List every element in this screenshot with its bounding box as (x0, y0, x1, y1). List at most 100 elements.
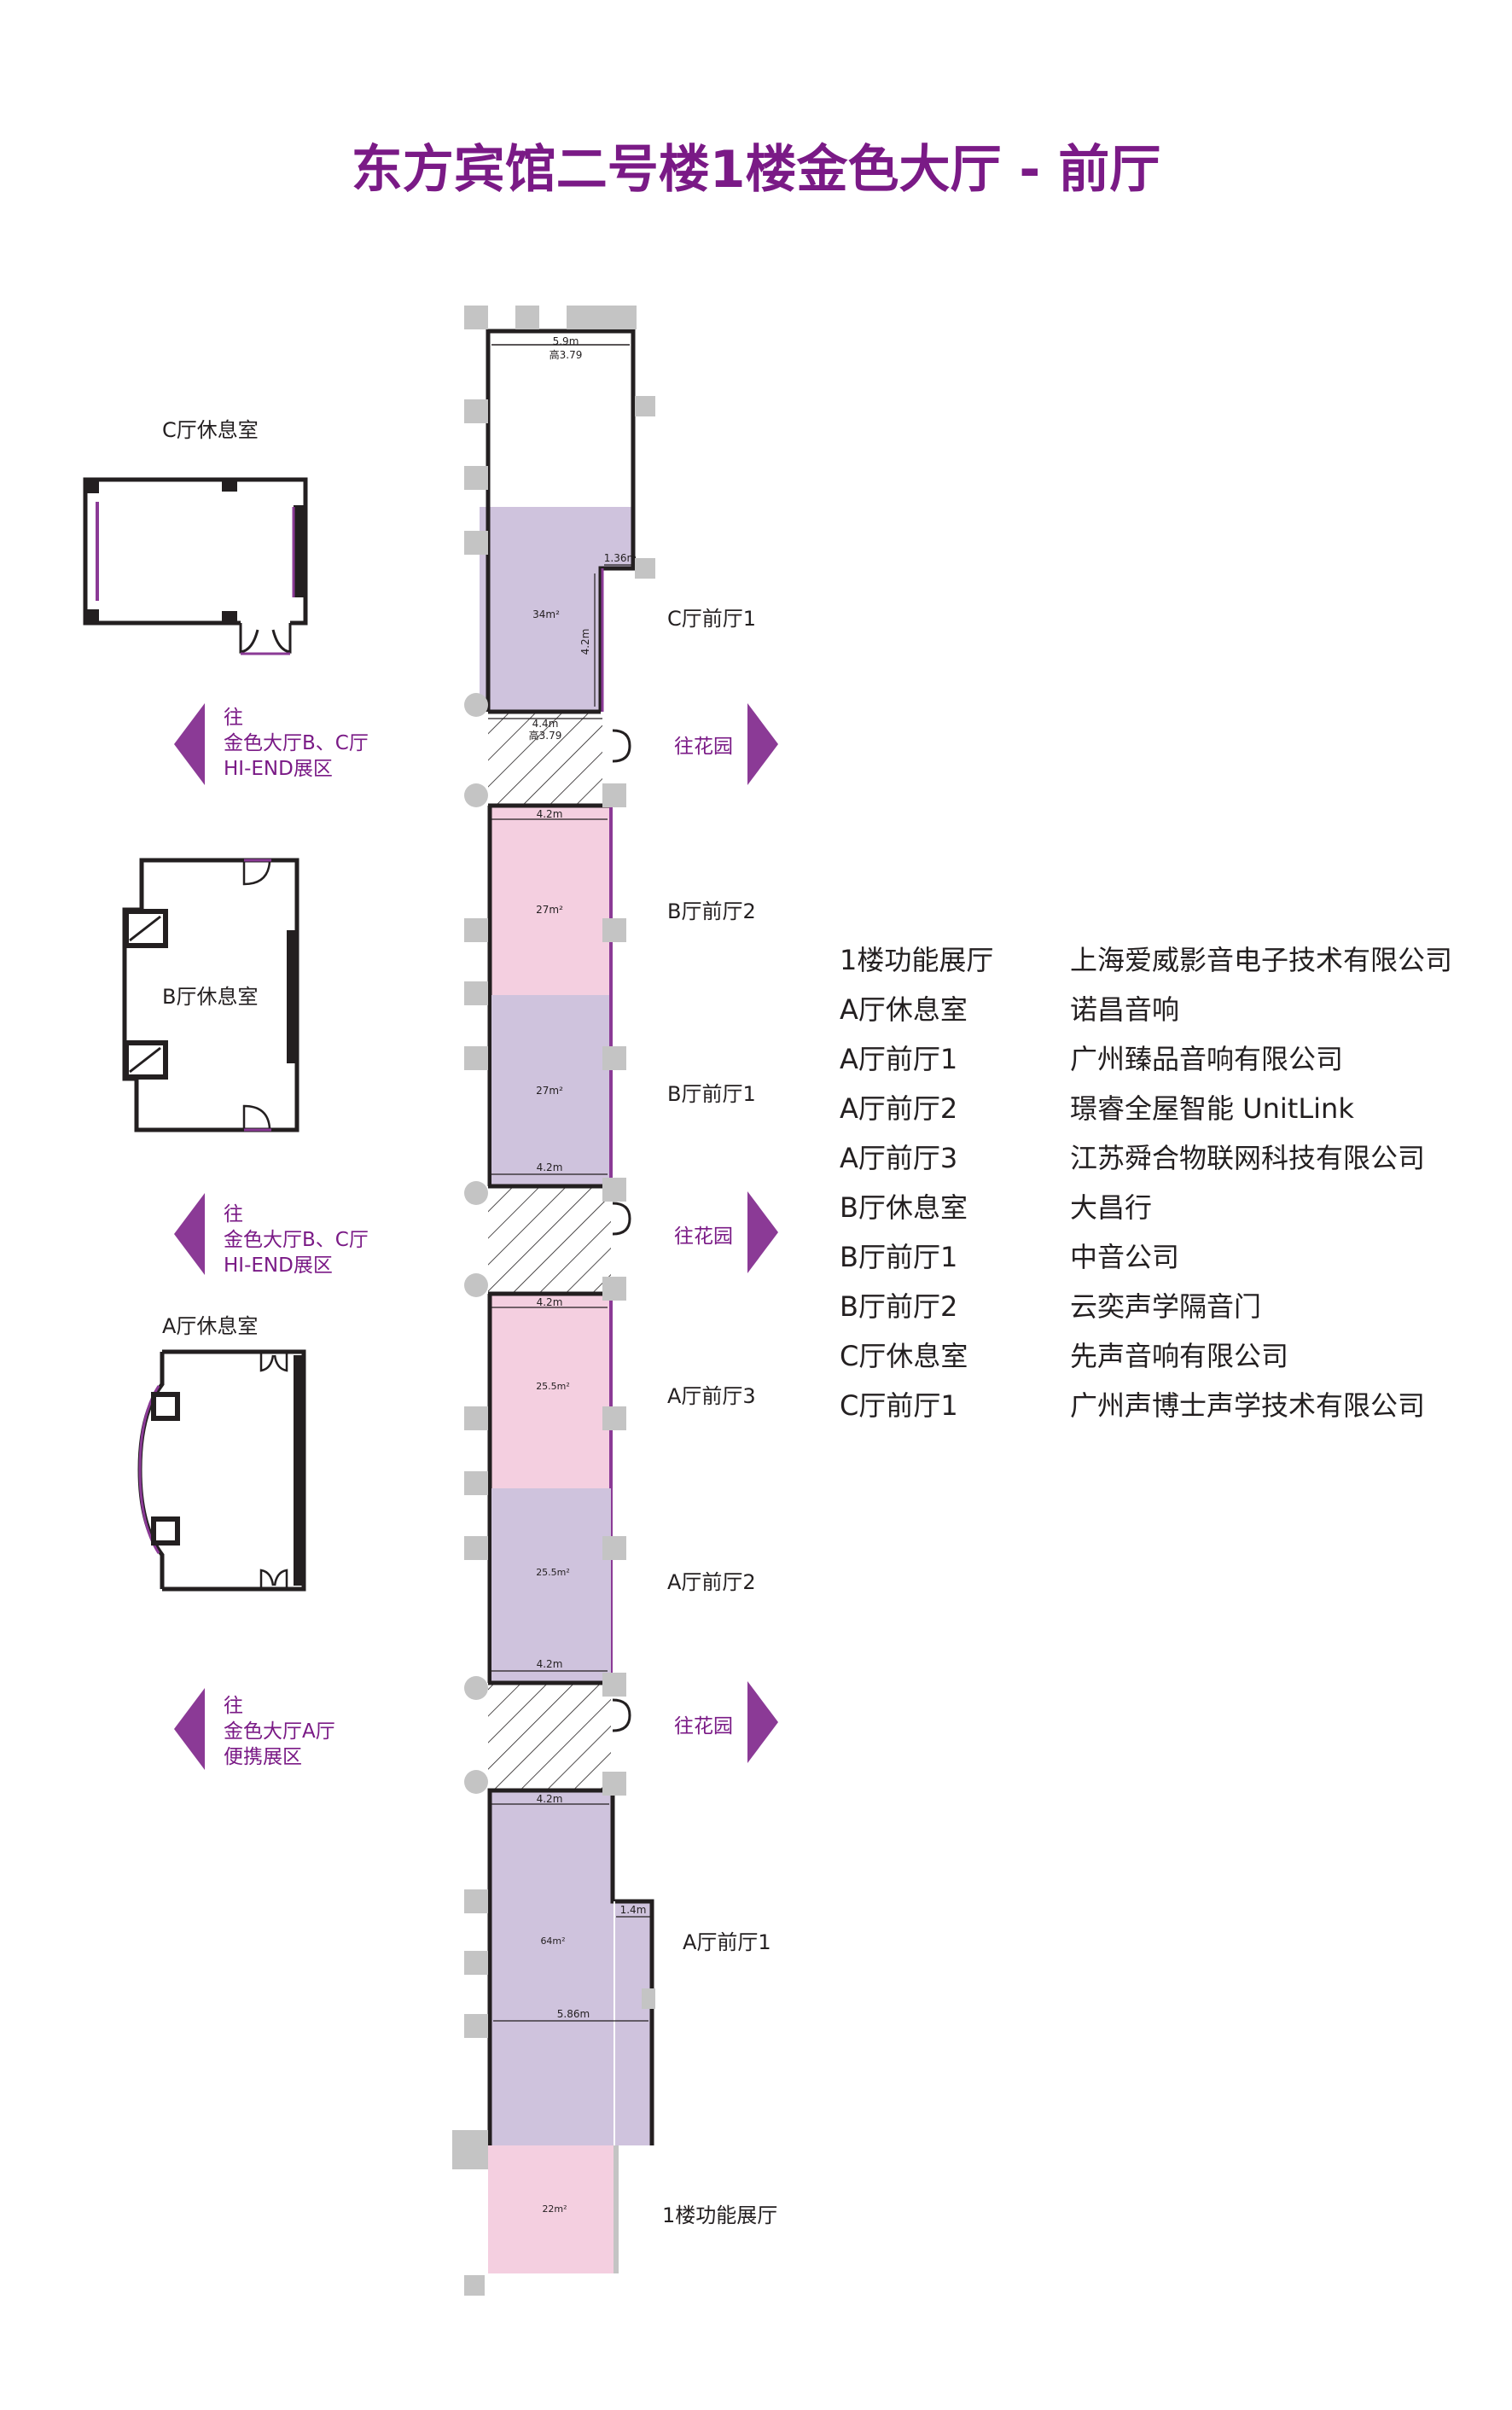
room-a-front-3[interactable]: 4.2m 25.5m² (487, 1291, 613, 1683)
area-exhibit: 22m² (542, 2203, 567, 2215)
label-a-front-3: A厅前厅3 (667, 1384, 756, 1408)
dim-a2-width: 4.2m (537, 1658, 563, 1670)
legend-row: 1楼功能展厅 上海爱威影音电子技术有限公司 (840, 944, 1452, 976)
direction-line-1: 往 (224, 707, 243, 729)
legend-company: 璟睿全屋智能 UnitLink (1070, 1092, 1354, 1125)
round-columns (464, 693, 488, 1794)
posts (452, 306, 655, 2296)
dim-corridor-height: 高3.79 (529, 729, 562, 742)
door-icon (259, 1569, 288, 1587)
door-icon (242, 1104, 271, 1129)
lounge-a[interactable]: A厅休息室 (137, 1314, 306, 1592)
legend-area: B厅休息室 (840, 1191, 968, 1224)
legend-area: A厅前厅2 (840, 1092, 957, 1125)
dim-corridor-width: 4.4m (532, 718, 559, 730)
room-a-front-1[interactable]: 4.2m 1.4m 5.86m 64m² (487, 1788, 654, 2145)
legend-company: 江苏舜合物联网科技有限公司 (1070, 1142, 1425, 1174)
main-corridor: 5.9m 高3.79 1.36m 4.2m 34m² C厅前厅1 4.4m 高3… (452, 306, 777, 2296)
direction-line-2: 金色大厅A厅 (224, 1720, 335, 1743)
legend-row: A厅休息室 诺昌音响 (840, 993, 1179, 1026)
lounge-b[interactable]: B厅休息室 (122, 858, 299, 1132)
direction-line-3: HI-END展区 (224, 1254, 333, 1277)
legend-area: A厅前厅3 (840, 1142, 957, 1174)
passage-2 (488, 1186, 611, 1294)
lounge-c[interactable]: C厅休息室 (83, 418, 308, 655)
right-arrow-icon (747, 703, 778, 785)
direction-to-bc-2[interactable]: 往 金色大厅B、C厅 HI-END展区 (174, 1193, 369, 1277)
legend-row: C厅休息室 先声音响有限公司 (840, 1340, 1288, 1372)
area-b-front-2: 27m² (536, 904, 563, 916)
direction-line-1: 往 (224, 1203, 243, 1225)
direction-line-1: 往 (224, 1695, 243, 1717)
lounge-b-label: B厅休息室 (162, 985, 258, 1009)
lounge-a-label: A厅休息室 (162, 1314, 258, 1338)
dim-c-depth: 4.2m (579, 629, 591, 655)
dim-a3-width: 4.2m (537, 1296, 563, 1308)
room-c-front-1[interactable]: 5.9m 高3.79 1.36m 4.2m 34m² (480, 329, 637, 714)
room-a-front-2[interactable]: 4.2m 25.5m² (488, 1488, 611, 1685)
left-arrow-icon (174, 703, 205, 785)
legend-area: B厅前厅2 (840, 1290, 957, 1323)
legend-row: A厅前厅2 璟睿全屋智能 UnitLink (840, 1092, 1354, 1125)
direction-to-a[interactable]: 往 金色大厅A厅 便携展区 (174, 1688, 335, 1770)
dim-a1-notch: 1.4m (620, 1904, 647, 1916)
dim-c-width: 5.9m (553, 335, 579, 347)
direction-to-bc-1[interactable]: 往 金色大厅B、C厅 HI-END展区 (174, 703, 369, 785)
legend-area: C厅休息室 (840, 1340, 968, 1372)
room-b-front-1[interactable]: 4.2m 27m² (488, 995, 611, 1189)
room-c-front-1-fill-upper (480, 507, 633, 568)
left-arrow-icon (174, 1688, 205, 1770)
dim-a1-width-top: 4.2m (537, 1793, 563, 1805)
page-title: 东方宾馆二号楼1楼金色大厅 - 前厅 (351, 140, 1161, 200)
label-c-front-1: C厅前厅1 (667, 607, 756, 631)
dim-a1-width: 5.86m (557, 2008, 590, 2020)
area-a-front-3: 25.5m² (536, 1381, 570, 1392)
label-b-front-2: B厅前厅2 (667, 899, 756, 923)
room-exhibit-hall[interactable]: 22m² (488, 2145, 619, 2273)
door-icons (612, 729, 631, 1732)
dim-b2-width: 4.2m (537, 808, 563, 820)
dim-b1-width: 4.2m (537, 1161, 563, 1173)
label-b-front-1: B厅前厅1 (667, 1082, 756, 1106)
label-a-front-1: A厅前厅1 (683, 1930, 771, 1954)
legend-company: 先声音响有限公司 (1070, 1340, 1288, 1372)
garden-direction-1[interactable]: 往花园 (674, 703, 778, 785)
legend-area: A厅前厅1 (840, 1043, 957, 1075)
area-a-front-2: 25.5m² (536, 1567, 570, 1578)
legend-area: C厅前厅1 (840, 1389, 958, 1422)
legend-row: B厅前厅1 中音公司 (840, 1241, 1179, 1273)
lounge-c-label: C厅休息室 (162, 418, 259, 442)
legend-area: 1楼功能展厅 (840, 944, 993, 976)
direction-line-2: 金色大厅B、C厅 (224, 1229, 369, 1251)
legend-company: 大昌行 (1070, 1191, 1152, 1224)
legend-company: 上海爱威影音电子技术有限公司 (1070, 944, 1452, 976)
direction-line-3: HI-END展区 (224, 758, 333, 780)
area-b-front-1: 27m² (536, 1085, 563, 1097)
area-a-front-1: 64m² (540, 1936, 565, 1947)
dim-c-notch: 1.36m (604, 552, 637, 564)
dim-c-height: 高3.79 (550, 348, 583, 361)
garden-label-2: 往花园 (674, 1225, 733, 1248)
label-a-front-2: A厅前厅2 (667, 1570, 756, 1594)
legend-row: A厅前厅1 广州臻品音响有限公司 (840, 1043, 1343, 1075)
garden-direction-3[interactable]: 往花园 (674, 1681, 778, 1763)
legend-company: 诺昌音响 (1070, 993, 1179, 1026)
room-c-front-1-fill-lower (480, 568, 601, 712)
room-b-front-2[interactable]: 4.2m 27m² (487, 803, 613, 1186)
right-arrow-icon (747, 1681, 778, 1763)
legend-company: 云奕声学隔音门 (1070, 1290, 1261, 1323)
right-arrow-icon (747, 1191, 778, 1273)
garden-direction-2[interactable]: 往花园 (674, 1191, 778, 1273)
legend-row: B厅休息室 大昌行 (840, 1191, 1152, 1224)
legend: 1楼功能展厅 上海爱威影音电子技术有限公司 A厅休息室 诺昌音响 A厅前厅1 广… (840, 944, 1452, 1422)
legend-company: 中音公司 (1070, 1241, 1179, 1273)
legend-area: B厅前厅1 (840, 1241, 957, 1273)
left-arrow-icon (174, 1193, 205, 1275)
direction-line-3: 便携展区 (224, 1746, 302, 1768)
garden-label-3: 往花园 (674, 1715, 733, 1738)
door-icon (259, 1353, 288, 1372)
legend-row: B厅前厅2 云奕声学隔音门 (840, 1290, 1261, 1323)
legend-company: 广州声博士声学技术有限公司 (1070, 1389, 1425, 1422)
